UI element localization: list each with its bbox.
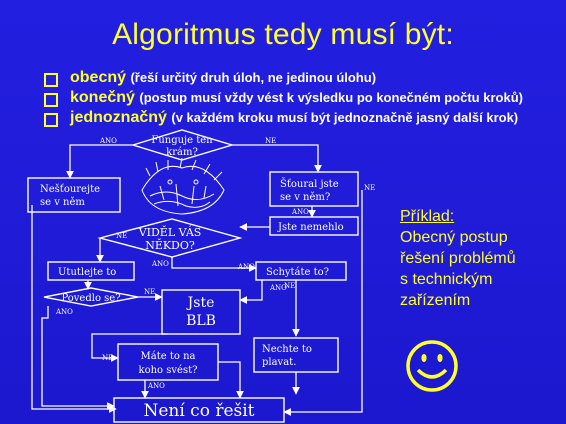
- label-ano: ANO: [291, 208, 309, 216]
- checkbox-bullet-icon: [44, 73, 58, 87]
- label-ne: NE: [116, 232, 127, 240]
- example-line: řešení problémů: [400, 250, 516, 267]
- node-nesahej-text-1: Nešťourejte: [40, 184, 100, 195]
- label-ne: NE: [284, 282, 295, 290]
- bullet-term: obecný: [70, 69, 127, 86]
- cartoon-creature-icon: [141, 157, 225, 215]
- edge-videl-ano: [171, 257, 257, 272]
- edge-koho-ne: [218, 361, 244, 399]
- node-blb-text-2: BLB: [186, 313, 216, 329]
- node-koho: [117, 343, 219, 381]
- example-line: zařízením: [400, 292, 471, 309]
- bullet-term: konečný: [70, 89, 135, 106]
- edge-povedlo-ano: [41, 306, 115, 410]
- node-neni-text: Není co řešit: [143, 401, 254, 421]
- node-koho-text-2: koho svést?: [139, 365, 198, 376]
- label-ano: ANO: [147, 382, 165, 390]
- node-stoural-text-2: se v něm?: [280, 192, 330, 203]
- slide-title: Algoritmus tedy musí být:: [112, 18, 454, 51]
- node-ututlejte: [47, 261, 135, 281]
- label-ano: ANO: [151, 260, 169, 268]
- checkbox-bullet-icon: [44, 113, 58, 127]
- node-stoural: [269, 171, 359, 207]
- node-nesahej-text-2: se v něm: [40, 197, 85, 208]
- edge-nesahej-neni: [31, 205, 117, 413]
- node-videl-diamond: [97, 218, 243, 258]
- node-povedlo-diamond: [43, 287, 139, 307]
- node-nesahej: [27, 177, 121, 213]
- node-stoural-text-1: Šťoural jste: [280, 178, 339, 190]
- example-line: Obecný postup: [400, 229, 508, 246]
- node-koho-text-1: Máte to na: [141, 351, 196, 362]
- node-videl-text-2: NĚKDO?: [145, 238, 195, 252]
- node-povedlo-text: Povedlo se?: [61, 293, 120, 304]
- node-schytate-text: Schytáte to?: [266, 267, 329, 278]
- bullet-term: jednoznačný: [70, 109, 167, 126]
- bullet-description: (řeší určitý druh úloh, ne jedinou úlohu…: [130, 70, 377, 85]
- bullet-list: obecný (řeší určitý druh úloh, ne jedino…: [44, 69, 564, 130]
- example-line: s technickým: [400, 271, 493, 288]
- smiley-face-icon: [406, 340, 458, 392]
- node-nemehlo: [269, 216, 359, 236]
- node-nechte-text-1: Nechte to: [262, 344, 312, 355]
- edge-blb-koho: [91, 333, 168, 362]
- node-funguje-diamond: [130, 129, 235, 161]
- node-nechte-text-2: plavat.: [262, 357, 296, 368]
- node-blb-text-1: Jste: [186, 295, 215, 311]
- label-ne: NE: [265, 137, 276, 145]
- bullet-description: (postup musí vždy vést k výsledku po kon…: [139, 90, 523, 105]
- node-funguje-text-2: krám?: [166, 147, 198, 158]
- example-block: Příklad: Obecný postup řešení problémů s…: [400, 206, 516, 311]
- checkbox-bullet-icon: [44, 93, 58, 107]
- label-ano: ANO: [55, 308, 73, 316]
- node-ututlejte-text: Ututlejte to: [58, 267, 116, 278]
- edge-funguje-ne: [232, 144, 322, 173]
- example-heading: Příklad:: [400, 208, 455, 225]
- label-ne: NE: [102, 354, 113, 362]
- node-schytate: [255, 261, 347, 281]
- node-neni: [113, 397, 285, 423]
- label-ne: NE: [364, 184, 375, 192]
- bullet-item-konecny: konečný (postup musí vždy vést k výsledk…: [44, 89, 564, 110]
- node-funguje-text-1: Funguje ten: [151, 135, 213, 146]
- node-nemehlo-text: Jste nemehlo: [277, 222, 344, 233]
- label-ano: ANO: [99, 137, 117, 145]
- node-blb: [161, 289, 241, 335]
- bullet-item-obecny: obecný (řeší určitý druh úloh, ne jedino…: [44, 69, 564, 90]
- node-videl-text-1: VIDĚL VÁS: [138, 225, 202, 239]
- edge-schytate-ano: [239, 280, 263, 304]
- node-nechte: [253, 337, 339, 373]
- label-ne: NE: [144, 288, 155, 296]
- bullet-description: (v každém kroku musí být jednoznačně jas…: [171, 110, 519, 125]
- bullet-item-jednoznacny: jednoznačný (v každém kroku musí být jed…: [44, 109, 564, 130]
- label-ano: ANO: [237, 263, 255, 271]
- edge-funguje-ano: [66, 144, 133, 179]
- label-ano: ANO: [269, 284, 287, 292]
- edge-stoural-ne: [283, 190, 363, 416]
